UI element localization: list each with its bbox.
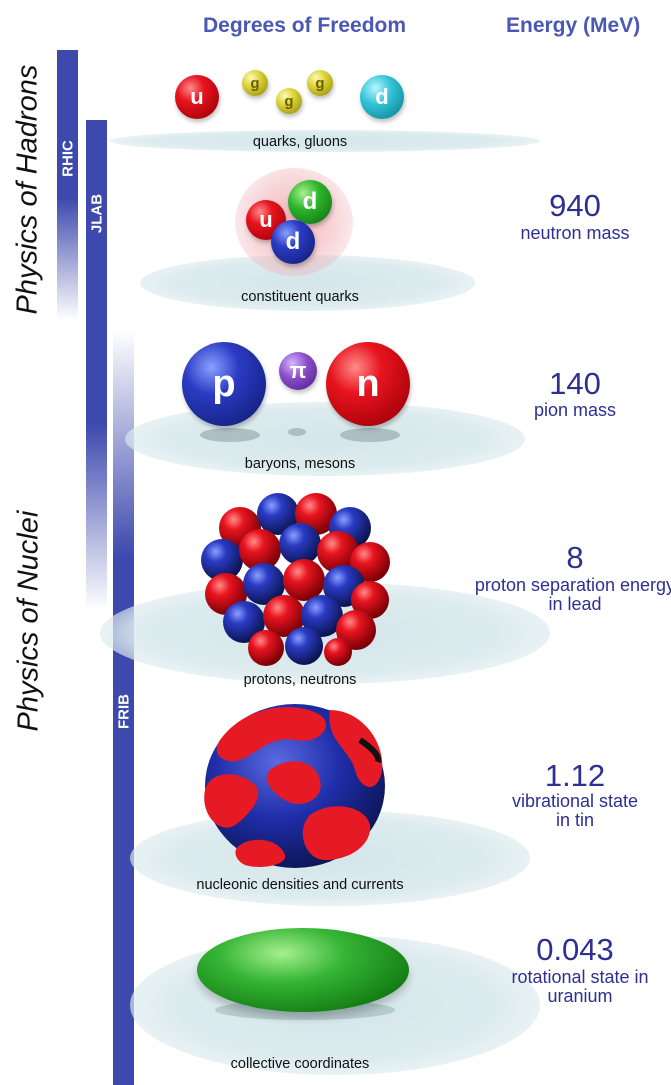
nucleonic-density-svg	[204, 704, 385, 868]
level-baryons-mesons-plane	[125, 402, 525, 476]
frib-bar	[113, 330, 134, 1085]
level-caption: collective coordinates	[230, 1056, 370, 1072]
down-quark-ball: d	[288, 180, 332, 224]
proton-ball: p	[182, 342, 266, 426]
jlab-bar	[86, 120, 107, 610]
level-caption: protons, neutrons	[243, 672, 357, 688]
level-caption: baryons, mesons	[244, 456, 356, 472]
down-quark-ball: d	[271, 220, 315, 264]
baryon-shadow	[200, 428, 260, 442]
energy-description: rotational state in uranium	[511, 967, 649, 1006]
baryon-shadow	[340, 428, 400, 442]
collective-ellipsoid	[197, 928, 409, 1012]
physics-of-hadrons-title: Physics of Hadrons	[11, 64, 44, 315]
neutron-ball: n	[326, 342, 410, 426]
level-caption: nucleonic densities and currents	[196, 877, 404, 893]
energy-value: 8	[566, 540, 584, 575]
jlab-label: JLAB	[88, 193, 106, 234]
nucleonic-density-blob	[200, 700, 390, 870]
nucleus-cluster-svg	[201, 493, 390, 666]
degrees-of-freedom-header: Degrees of Freedom	[203, 14, 407, 37]
meson-shadow	[288, 428, 306, 436]
energy-description: proton separation energy in lead	[474, 575, 671, 614]
nucleus-cluster	[200, 492, 390, 667]
physics-of-nuclei-title: Physics of Nuclei	[12, 510, 45, 732]
energy-value: 1.12	[544, 758, 606, 793]
gluon-ball: g	[276, 88, 302, 114]
level-quarks-gluons-plane	[110, 130, 540, 152]
pion-ball: π	[279, 352, 317, 390]
rhic-label: RHIC	[59, 140, 77, 177]
energy-header: Energy (MeV)	[506, 14, 641, 37]
up-quark-ball: u	[175, 75, 219, 119]
energy-value: 0.043	[536, 932, 614, 967]
energy-description: neutron mass	[520, 223, 630, 243]
gluon-ball: g	[307, 70, 333, 96]
rhic-bar	[57, 50, 78, 320]
down-quark-ball: d	[360, 75, 404, 119]
energy-value: 940	[549, 188, 601, 223]
energy-value: 140	[549, 366, 601, 401]
level-caption: quarks, gluons	[252, 134, 348, 150]
level-caption: constituent quarks	[241, 289, 359, 305]
gluon-ball: g	[242, 70, 268, 96]
energy-description: pion mass	[533, 400, 617, 420]
energy-description: vibrational state in tin	[511, 791, 639, 830]
frib-label: FRIB	[115, 694, 133, 729]
